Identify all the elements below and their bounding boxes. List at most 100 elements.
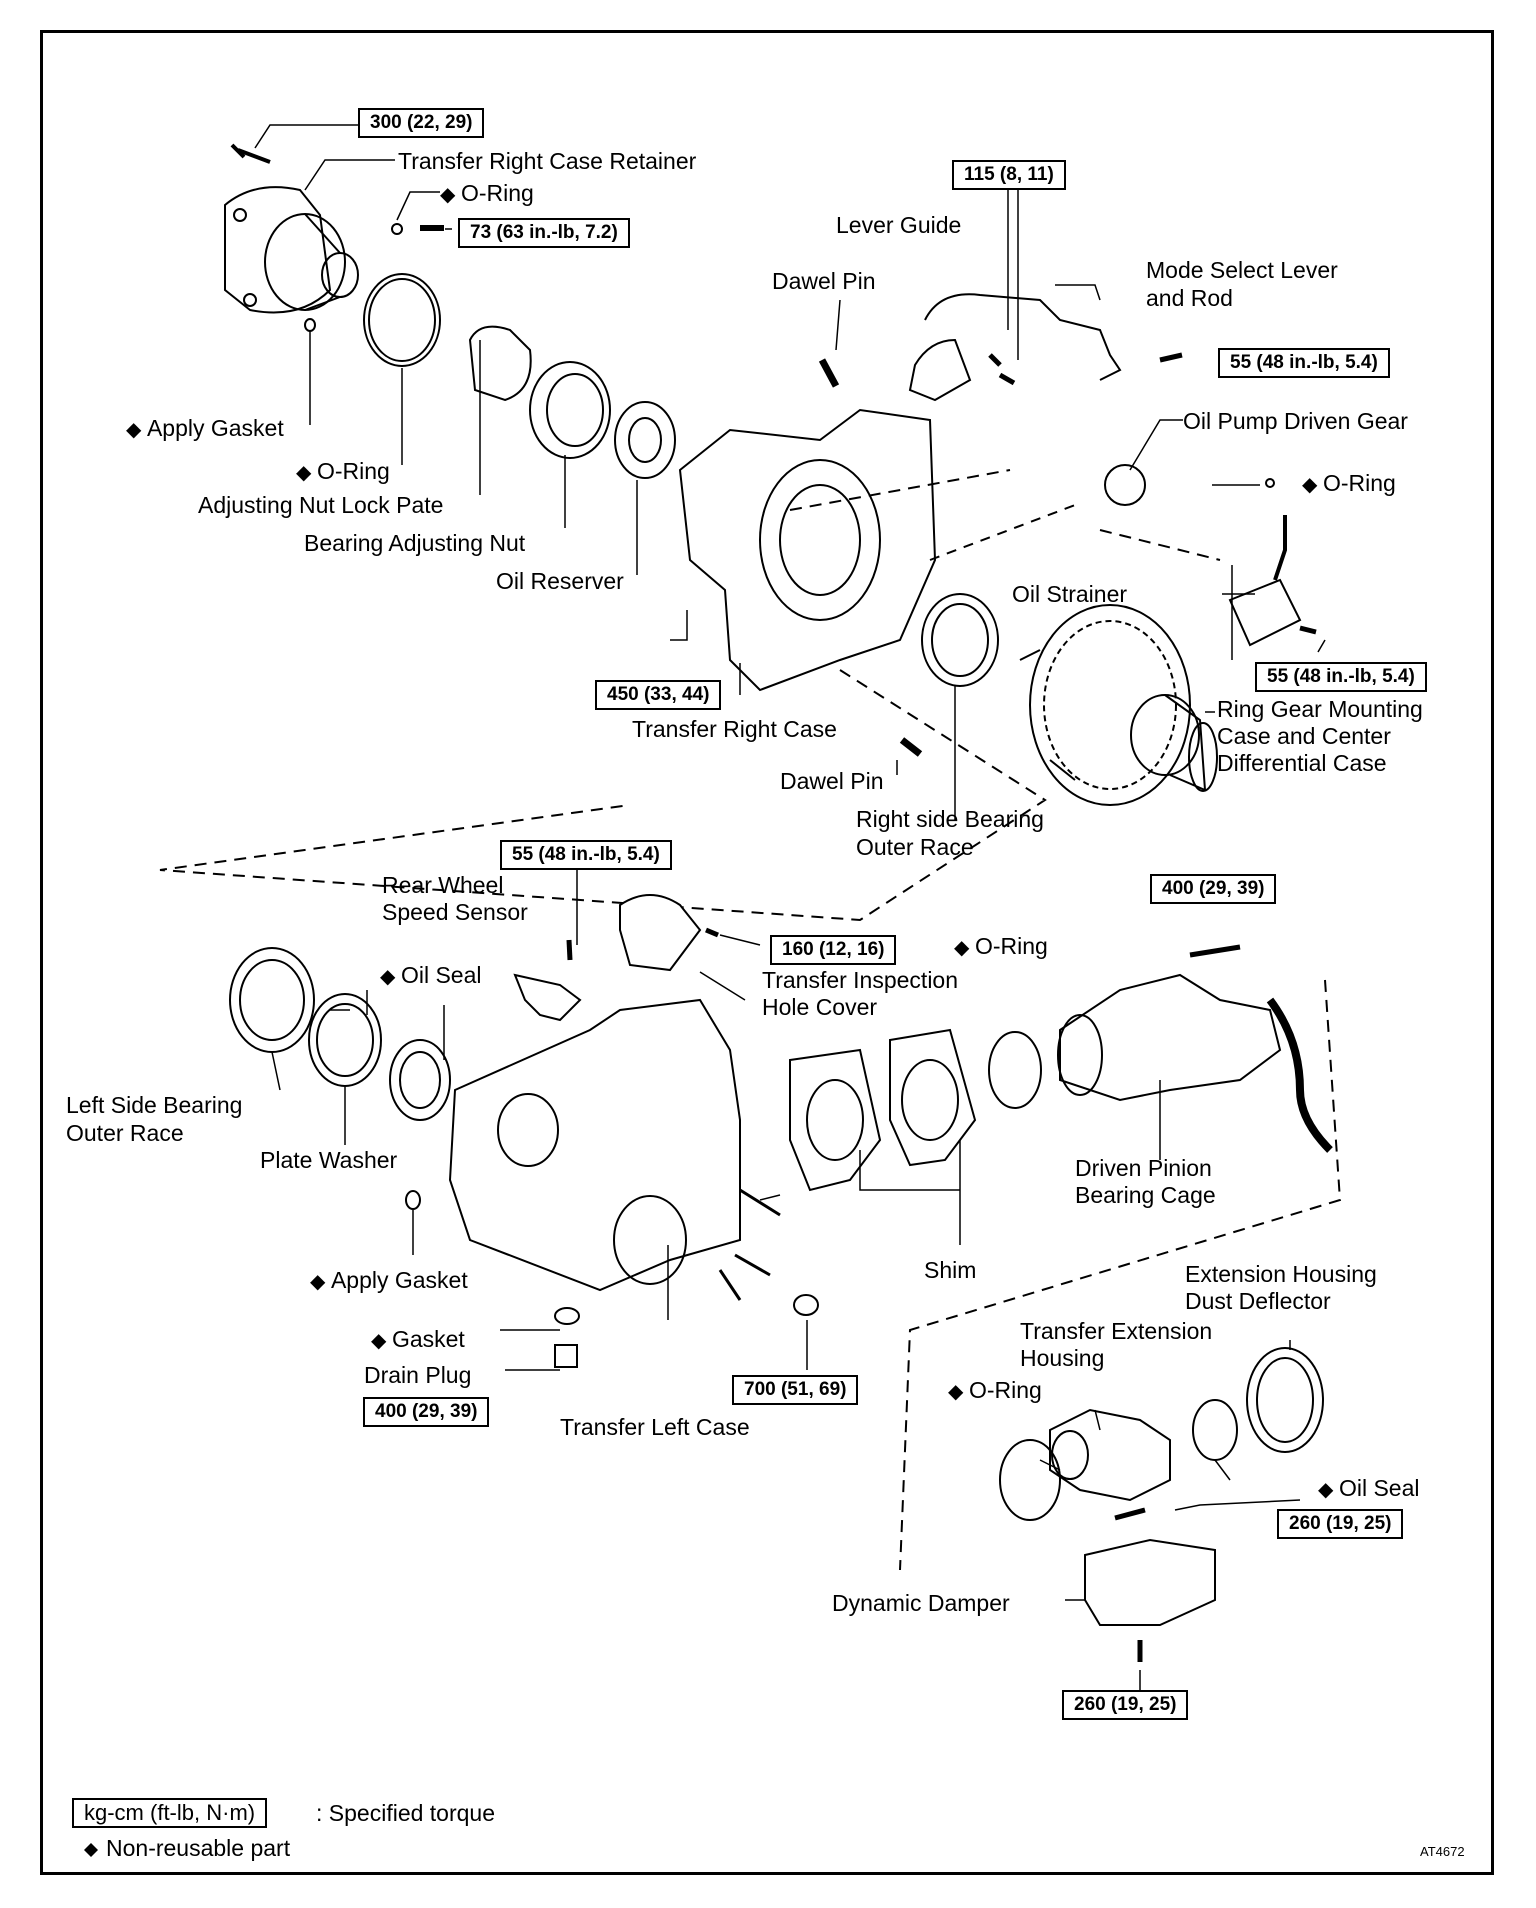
torque-spec: 55 (48 in.-lb, 5.4) — [1255, 662, 1427, 692]
torque-spec: 115 (8, 11) — [952, 160, 1066, 190]
lever-guide — [908, 338, 972, 402]
label-ring-gear: Differential Case — [1217, 750, 1387, 776]
label-oil-seal: ◆ Oil Seal — [1318, 1475, 1419, 1504]
shim-2 — [889, 1028, 977, 1167]
diamond-icon: ◆ — [1318, 1479, 1339, 1501]
diamond-icon: ◆ — [371, 1330, 392, 1352]
legend-nonreusable: Non-reusable part — [106, 1835, 291, 1861]
torque-spec: 450 (33, 44) — [595, 680, 722, 710]
legend-unit-box: kg-cm (ft-lb, N·m) — [72, 1798, 268, 1828]
label-oil-pump-driven-gear: Oil Pump Driven Gear — [1183, 408, 1408, 434]
label-shim: Shim — [924, 1257, 977, 1283]
diamond-icon: ◆ — [440, 184, 461, 206]
label-text: O-Ring — [974, 933, 1048, 959]
left-bearing-race — [229, 947, 315, 1053]
inspection-cover — [619, 894, 702, 972]
extension-housing — [1049, 1408, 1171, 1502]
figure-code: AT4672 — [1420, 1844, 1465, 1859]
label-o-ring: ◆ O-Ring — [954, 933, 1048, 962]
torque-spec: 55 (48 in.-lb, 5.4) — [1218, 348, 1390, 378]
ring-gear — [1019, 604, 1218, 806]
label-mode-select-lever: Mode Select Lever — [1146, 257, 1338, 283]
label-dawel-pin: Dawel Pin — [772, 268, 876, 294]
label-lever-guide: Lever Guide — [836, 212, 962, 238]
label-right-side-bearing: Right side Bearing — [856, 806, 1044, 832]
label-text: Apply Gasket — [330, 1267, 468, 1293]
torque-spec: 700 (51, 69) — [732, 1375, 859, 1405]
label-transfer-right-case-retainer: Transfer Right Case Retainer — [398, 148, 697, 174]
oil-reserver — [614, 401, 676, 479]
oil-strainer — [1228, 578, 1302, 647]
retainer-part — [224, 143, 359, 314]
right-case — [678, 408, 937, 692]
torque-spec: 260 (19, 25) — [1062, 1690, 1189, 1720]
right-bearing-race — [921, 593, 999, 687]
torque-spec: 400 (29, 39) — [363, 1397, 490, 1427]
driven-pinion-cage — [1057, 973, 1333, 1153]
left-case — [448, 998, 741, 1292]
diamond-icon: ◆ — [954, 937, 975, 959]
label-transfer-right-case: Transfer Right Case — [632, 716, 837, 742]
label-driven-pinion: Bearing Cage — [1075, 1182, 1216, 1208]
o-ring-pinion — [988, 1031, 1042, 1109]
label-text: Oil Seal — [1338, 1475, 1420, 1501]
label-o-ring: ◆ O-Ring — [948, 1377, 1042, 1406]
label-left-side-bearing: Left Side Bearing — [66, 1092, 243, 1118]
label-ring-gear: Case and Center — [1217, 723, 1391, 749]
label-drain-plug: Drain Plug — [364, 1362, 472, 1388]
torque-spec: 160 (12, 16) — [770, 935, 897, 965]
o-ring-ext — [999, 1439, 1061, 1521]
label-inspection-hole-cover: Hole Cover — [762, 994, 878, 1020]
label-adjusting-nut-lock-plate: Adjusting Nut Lock Pate — [198, 492, 444, 518]
speed-sensor — [513, 973, 582, 1022]
leader-lines — [254, 124, 1326, 1690]
plate-washer — [308, 993, 382, 1087]
diamond-icon: ◆ — [296, 462, 317, 484]
torque-spec: 73 (63 in.-lb, 7.2) — [458, 218, 630, 248]
label-extension-dust-deflector: Dust Deflector — [1185, 1288, 1331, 1314]
label-text: O-Ring — [460, 180, 534, 206]
label-dawel-pin: Dawel Pin — [780, 768, 884, 794]
dust-deflector — [1246, 1347, 1324, 1453]
oil-seal-part — [389, 1039, 451, 1121]
diamond-icon: ◆ — [380, 966, 401, 988]
torque-spec: 300 (22, 29) — [358, 108, 485, 138]
label-oil-seal: ◆ Oil Seal — [380, 962, 481, 991]
label-o-ring: ◆ O-Ring — [296, 458, 390, 487]
diamond-icon: ◆ — [126, 419, 147, 441]
lock-plate — [468, 325, 532, 402]
label-dynamic-damper: Dynamic Damper — [832, 1590, 1010, 1616]
label-text: Oil Seal — [400, 962, 482, 988]
shim-1 — [789, 1048, 882, 1192]
oil-seal-ext — [1192, 1399, 1238, 1461]
label-oil-reserver: Oil Reserver — [496, 568, 624, 594]
torque-spec: 400 (29, 39) — [1150, 874, 1277, 904]
label-apply-gasket: ◆ Apply Gasket — [126, 415, 284, 444]
legend-unit-text: : Specified torque — [316, 1800, 496, 1826]
label-text: Gasket — [391, 1326, 465, 1352]
label-text: O-Ring — [316, 458, 390, 484]
dynamic-damper — [1084, 1538, 1216, 1626]
label-text: O-Ring — [968, 1377, 1042, 1403]
o-ring-retainer — [363, 273, 441, 367]
label-extension-dust-deflector: Extension Housing — [1185, 1261, 1377, 1287]
label-text: O-Ring — [1322, 470, 1396, 496]
mode-select-rod — [924, 293, 1122, 381]
label-text: Apply Gasket — [146, 415, 284, 441]
diamond-icon: ◆ — [948, 1381, 969, 1403]
label-driven-pinion: Driven Pinion — [1075, 1155, 1212, 1181]
label-left-side-bearing: Outer Race — [66, 1120, 184, 1146]
label-rear-wheel-speed-sensor: Speed Sensor — [382, 899, 528, 925]
label-bearing-adjusting-nut: Bearing Adjusting Nut — [304, 530, 526, 556]
label-oil-strainer: Oil Strainer — [1012, 581, 1128, 607]
label-transfer-extension-housing: Housing — [1020, 1345, 1105, 1371]
label-apply-gasket: ◆ Apply Gasket — [310, 1267, 468, 1296]
label-inspection-hole-cover: Transfer Inspection — [762, 967, 959, 993]
oil-pump-gear — [1104, 464, 1146, 506]
diamond-icon: ◆ — [310, 1271, 331, 1293]
diamond-icon: ◆ — [1302, 474, 1323, 496]
label-transfer-left-case: Transfer Left Case — [560, 1414, 750, 1440]
label-o-ring: ◆ O-Ring — [1302, 470, 1396, 499]
torque-spec: 55 (48 in.-lb, 5.4) — [500, 840, 672, 870]
